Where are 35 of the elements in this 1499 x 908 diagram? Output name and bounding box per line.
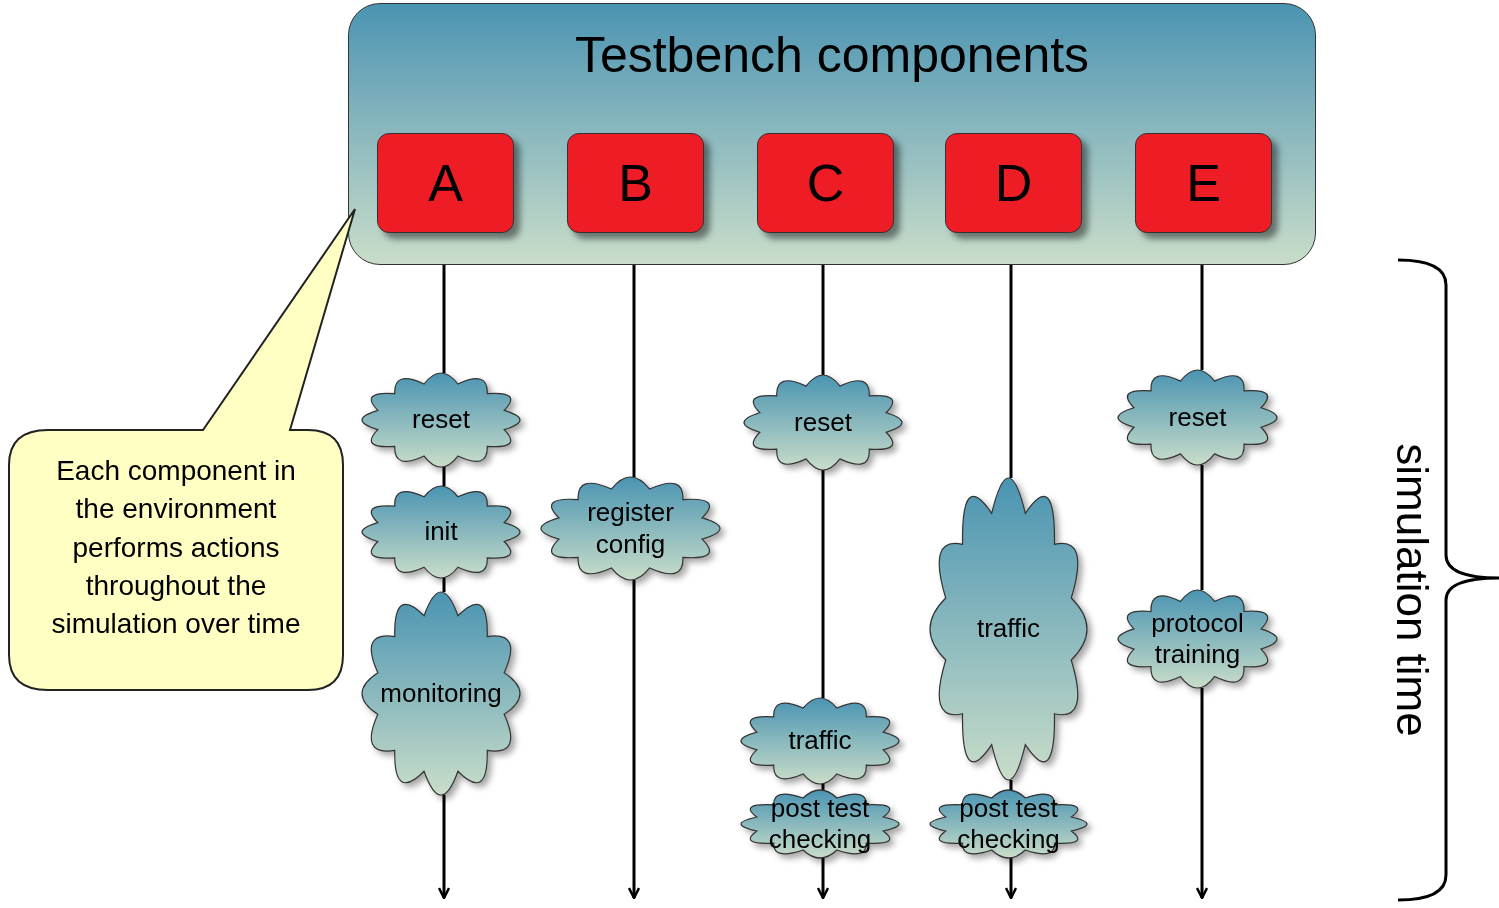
timeline-line [821, 265, 825, 375]
timeline-line [821, 784, 825, 790]
timeline-arrow [437, 795, 451, 900]
timeline-arrow [1004, 858, 1018, 900]
action-cloud: monitoring [362, 592, 520, 795]
component-box: E [1135, 133, 1272, 233]
axis-label: simulation time [1387, 443, 1438, 737]
timeline-arrow [1195, 688, 1209, 900]
component-box: A [377, 133, 514, 233]
action-cloud: post test checking [741, 790, 899, 858]
timeline-line [1200, 265, 1204, 370]
timeline-arrow [816, 858, 830, 900]
component-panel [348, 3, 1316, 265]
action-cloud: reset [1118, 370, 1277, 465]
component-box: D [945, 133, 1082, 233]
timeline-arrow [627, 580, 641, 900]
timeline-line [442, 265, 446, 373]
action-cloud: traffic [930, 478, 1087, 780]
action-cloud: post test checking [930, 790, 1087, 858]
action-cloud: init [362, 486, 520, 578]
component-box: C [757, 133, 894, 233]
timeline-line [1200, 465, 1204, 590]
panel-title: Testbench components [573, 26, 1091, 85]
timeline-line [442, 578, 446, 592]
timeline-line [1009, 265, 1013, 478]
action-cloud: protocol training [1118, 590, 1277, 688]
timeline-line [1009, 780, 1013, 790]
timeline-line [821, 470, 825, 698]
action-cloud: reset [744, 375, 902, 470]
action-cloud: reset [362, 373, 520, 467]
timeline-line [442, 467, 446, 486]
action-cloud: traffic [741, 698, 899, 784]
action-cloud: register config [541, 477, 720, 580]
component-box: B [567, 133, 704, 233]
timeline-line [632, 265, 636, 477]
